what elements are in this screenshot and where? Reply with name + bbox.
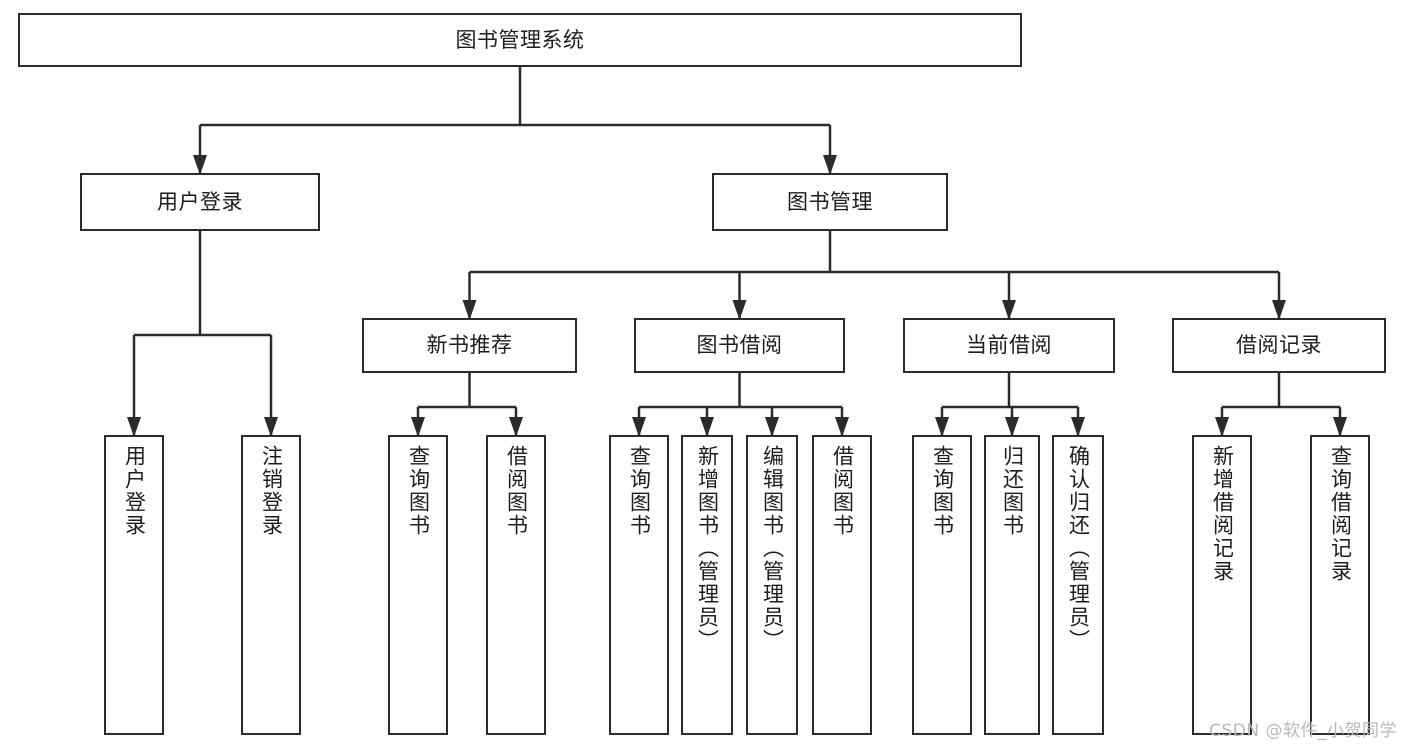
node-leaf_1[interactable]: 注销登录	[241, 435, 301, 735]
node-label: 图书管理	[787, 189, 873, 214]
node-label: 注销登录	[259, 445, 284, 537]
node-label: 借阅图书	[504, 445, 529, 537]
node-l2_1[interactable]: 图书管理	[712, 173, 948, 231]
node-leaf_10[interactable]: 确认归还（管理员）	[1052, 435, 1104, 735]
node-l3_3[interactable]: 借阅记录	[1172, 318, 1386, 373]
node-leaf_7[interactable]: 借阅图书	[812, 435, 872, 735]
node-label: 归还图书	[1000, 445, 1025, 537]
node-label: 图书管理系统	[455, 27, 585, 52]
node-l3_0[interactable]: 新书推荐	[362, 318, 577, 373]
node-leaf_5[interactable]: 新增图书（管理员）	[681, 435, 733, 735]
node-label: 用户登录	[157, 189, 243, 214]
watermark-text: CSDN @软件_小贺同学	[1209, 721, 1397, 741]
node-leaf_0[interactable]: 用户登录	[104, 435, 164, 735]
node-leaf_6[interactable]: 编辑图书（管理员）	[746, 435, 798, 735]
node-label: 图书借阅	[696, 333, 783, 358]
node-leaf_9[interactable]: 归还图书	[984, 435, 1040, 735]
node-label: 新增图书（管理员）	[695, 445, 720, 652]
node-leaf_3[interactable]: 借阅图书	[486, 435, 546, 735]
node-label: 编辑图书（管理员）	[760, 445, 785, 652]
node-label: 新书推荐	[426, 333, 513, 358]
node-leaf_4[interactable]: 查询图书	[609, 435, 669, 735]
node-root[interactable]: 图书管理系统	[18, 13, 1022, 67]
node-l3_1[interactable]: 图书借阅	[634, 318, 845, 373]
node-label: 查询图书	[406, 445, 431, 537]
node-leaf_2[interactable]: 查询图书	[388, 435, 448, 735]
node-leaf_11[interactable]: 新增借阅记录	[1192, 435, 1252, 735]
node-label: 当前借阅	[966, 333, 1052, 358]
node-label: 查询图书	[930, 445, 955, 537]
node-leaf_12[interactable]: 查询借阅记录	[1310, 435, 1370, 735]
node-label: 确认归还（管理员）	[1066, 445, 1091, 652]
node-label: 查询图书	[627, 445, 652, 537]
node-label: 新增借阅记录	[1210, 445, 1235, 583]
node-l3_2[interactable]: 当前借阅	[903, 318, 1115, 373]
node-label: 用户登录	[122, 445, 147, 537]
node-l2_0[interactable]: 用户登录	[80, 173, 320, 231]
node-label: 借阅记录	[1236, 333, 1322, 358]
node-leaf_8[interactable]: 查询图书	[912, 435, 972, 735]
node-label: 查询借阅记录	[1328, 445, 1353, 583]
node-label: 借阅图书	[830, 445, 855, 537]
